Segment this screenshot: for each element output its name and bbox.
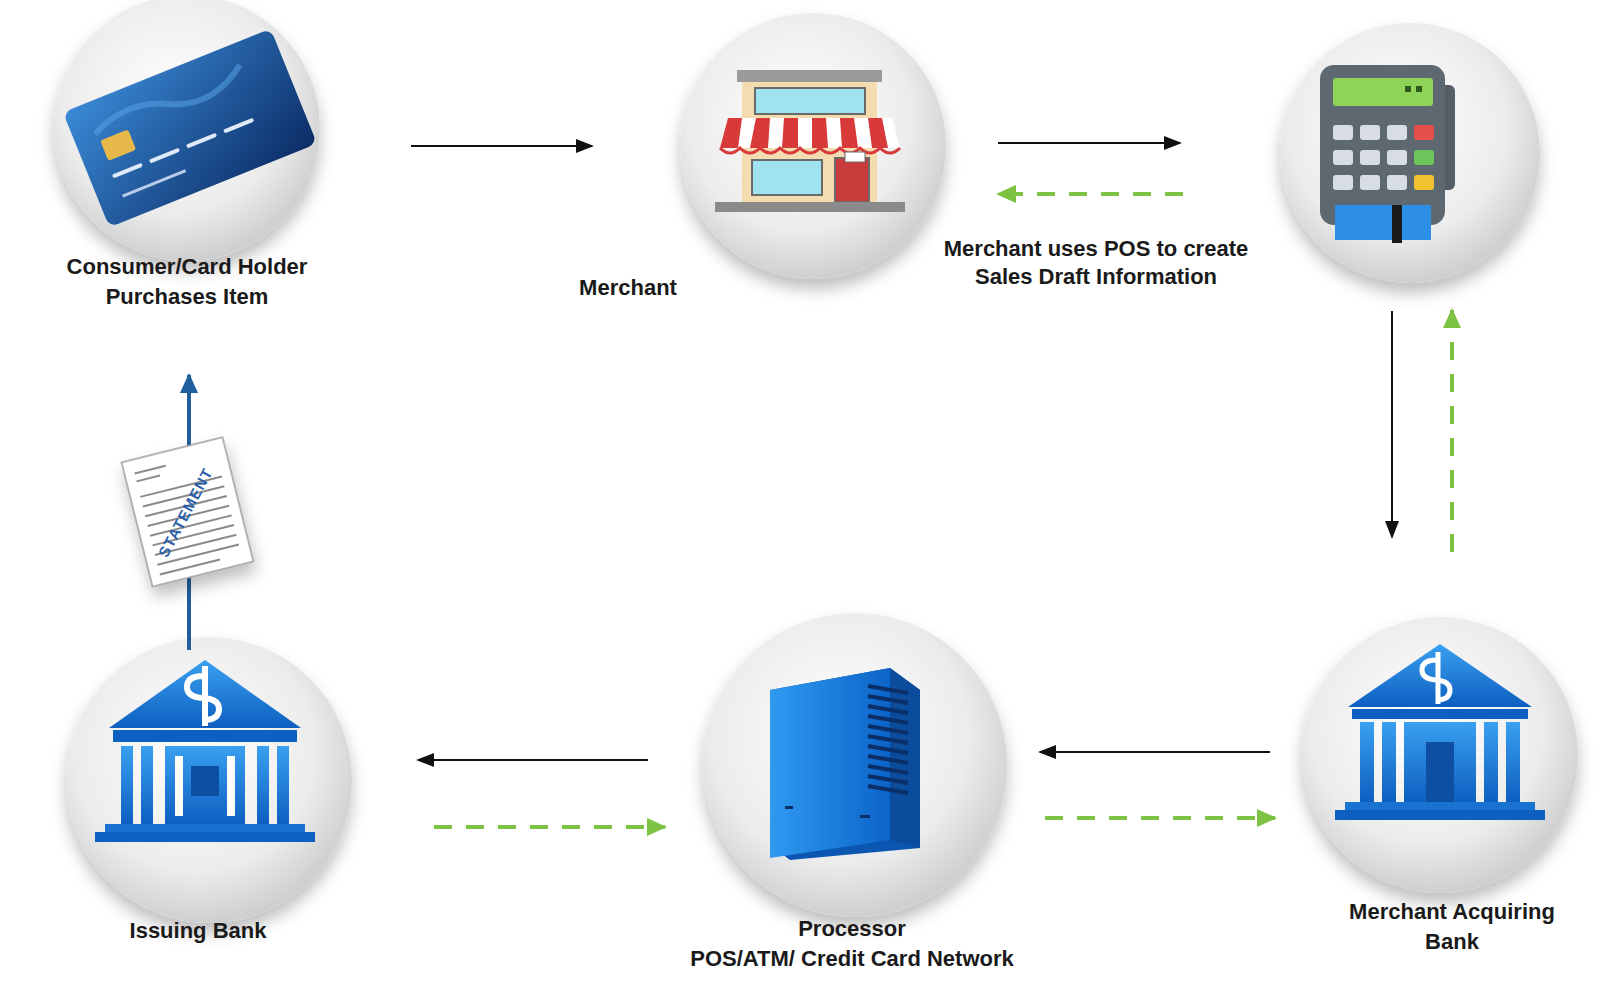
pos-terminal-icon [1320, 65, 1455, 243]
node-label: Issuing Bank [68, 916, 328, 946]
node-label: Merchant uses POS to create Sales Draft … [931, 235, 1261, 291]
icon-node: Merchant Acquiring Bank [1302, 617, 1578, 893]
node-label: Consumer/Card Holder Purchases Item [47, 252, 327, 312]
server-icon [770, 668, 920, 860]
bank-icon [95, 660, 315, 842]
node-label: Merchant [528, 273, 728, 303]
icon-node: Consumer/Card Holder Purchases Item [54, 0, 320, 261]
store-icon [715, 70, 905, 212]
flow-arrow [1045, 816, 1275, 820]
flow-arrow [411, 145, 592, 147]
icon-node: ProcessorPOS/ATM/ Credit Card Network [703, 613, 1007, 917]
bank-icon [1335, 644, 1545, 820]
icon-node: Merchant [680, 13, 946, 279]
flow-arrow [1450, 310, 1454, 552]
node-label: Processor [702, 914, 1002, 944]
icon-node: Issuing Bank [66, 637, 352, 923]
credit-card-icon [63, 29, 317, 228]
flow-arrow [1391, 311, 1393, 537]
node-label: Merchant Acquiring Bank [1322, 897, 1582, 957]
icon-node: Merchant uses POS to create Sales Draft … [1280, 23, 1540, 283]
flow-arrow [418, 759, 648, 761]
node-label: POS/ATM/ Credit Card Network [617, 944, 1087, 974]
flow-arrow [998, 192, 1183, 196]
flow-arrow [998, 142, 1180, 144]
icon-circles [54, 0, 1578, 923]
flow-arrow [434, 825, 665, 829]
flow-arrow [1040, 751, 1270, 753]
